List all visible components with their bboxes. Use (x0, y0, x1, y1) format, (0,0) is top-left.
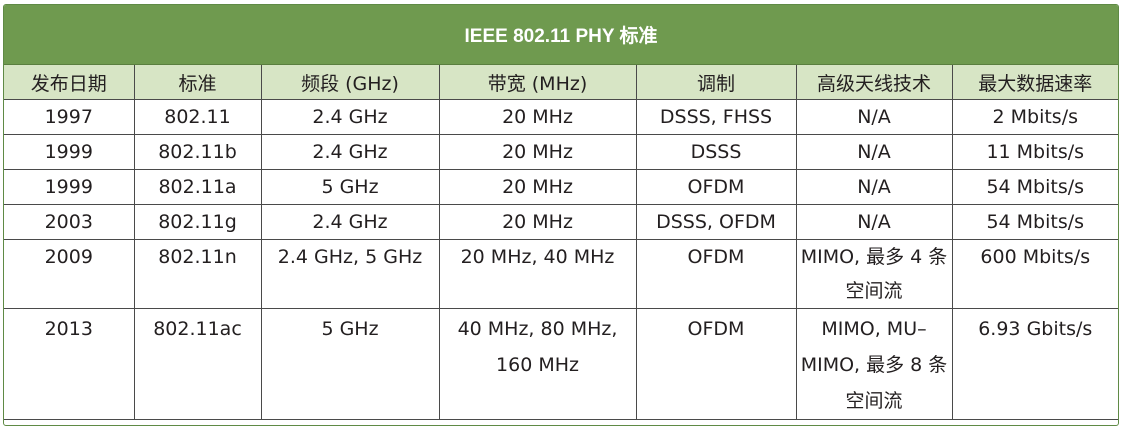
table-row: 1997 802.11 2.4 GHz 20 MHz DSSS, FHSS N/… (4, 99, 1118, 135)
cell-frequency-band: 2.4 GHz (260, 204, 440, 240)
table-row: 2013 802.11ac 5 GHz 40 MHz, 80 MHz, 160 … (4, 308, 1118, 420)
cell-modulation: DSSS, OFDM (635, 204, 797, 240)
table-row: 2003 802.11g 2.4 GHz 20 MHz DSSS, OFDM N… (4, 204, 1118, 240)
cell-frequency-band: 5 GHz (260, 308, 440, 420)
cell-release-date: 1999 (4, 134, 135, 170)
table-title: IEEE 802.11 PHY 标准 (4, 5, 1118, 65)
cell-modulation: OFDM (635, 308, 797, 420)
cell-bandwidth: 40 MHz, 80 MHz, 160 MHz (438, 308, 637, 420)
header-row: 发布日期 标准 频段 (GHz) 带宽 (MHz) 调制 高级天线技术 最大数据… (4, 65, 1118, 100)
cell-release-date: 1999 (4, 169, 135, 205)
cell-bandwidth: 20 MHz (438, 204, 637, 240)
cell-antenna-tech: N/A (795, 169, 953, 205)
cell-antenna-tech: MIMO, MU–MIMO, 最多 8 条空间流 (795, 308, 953, 420)
cell-antenna-tech: N/A (795, 204, 953, 240)
cell-standard: 802.11g (133, 204, 262, 240)
cell-standard: 802.11n (133, 239, 262, 309)
cell-antenna-tech: MIMO, 最多 4 条空间流 (795, 239, 953, 309)
cell-release-date: 2009 (4, 239, 135, 309)
cell-release-date: 2003 (4, 204, 135, 240)
cell-standard: 802.11b (133, 134, 262, 170)
header-antenna-tech: 高级天线技术 (795, 65, 953, 100)
header-bandwidth: 带宽 (MHz) (438, 65, 637, 100)
cell-antenna-tech: N/A (795, 99, 953, 135)
cell-bandwidth: 20 MHz (438, 134, 637, 170)
header-modulation: 调制 (635, 65, 797, 100)
cell-modulation: DSSS, FHSS (635, 99, 797, 135)
cell-max-data-rate: 600 Mbits/s (951, 239, 1118, 309)
cell-frequency-band: 2.4 GHz, 5 GHz (260, 239, 440, 309)
cell-max-data-rate: 6.93 Gbits/s (951, 308, 1118, 420)
table-row: 1999 802.11a 5 GHz 20 MHz OFDM N/A 54 Mb… (4, 169, 1118, 205)
header-standard: 标准 (133, 65, 262, 100)
table-row: 1999 802.11b 2.4 GHz 20 MHz DSSS N/A 11 … (4, 134, 1118, 170)
cell-max-data-rate: 11 Mbits/s (951, 134, 1118, 170)
cell-modulation: OFDM (635, 239, 797, 309)
cell-standard: 802.11a (133, 169, 262, 205)
cell-frequency-band: 5 GHz (260, 169, 440, 205)
cell-modulation: DSSS (635, 134, 797, 170)
phy-standards-table: 发布日期 标准 频段 (GHz) 带宽 (MHz) 调制 高级天线技术 最大数据… (4, 65, 1118, 420)
header-release-date: 发布日期 (4, 65, 135, 100)
cell-max-data-rate: 2 Mbits/s (951, 99, 1118, 135)
cell-bandwidth: 20 MHz, 40 MHz (438, 239, 637, 309)
cell-standard: 802.11 (133, 99, 262, 135)
header-frequency-band: 频段 (GHz) (260, 65, 440, 100)
cell-bandwidth: 20 MHz (438, 99, 637, 135)
table-row: 2009 802.11n 2.4 GHz, 5 GHz 20 MHz, 40 M… (4, 239, 1118, 309)
header-max-data-rate: 最大数据速率 (951, 65, 1118, 100)
cell-max-data-rate: 54 Mbits/s (951, 169, 1118, 205)
cell-standard: 802.11ac (133, 308, 262, 420)
cell-release-date: 1997 (4, 99, 135, 135)
cell-max-data-rate: 54 Mbits/s (951, 204, 1118, 240)
cell-frequency-band: 2.4 GHz (260, 134, 440, 170)
cell-antenna-tech: N/A (795, 134, 953, 170)
cell-frequency-band: 2.4 GHz (260, 99, 440, 135)
cell-modulation: OFDM (635, 169, 797, 205)
cell-release-date: 2013 (4, 308, 135, 420)
phy-standards-table-frame: IEEE 802.11 PHY 标准 发布日期 标准 频段 (GHz) 带宽 (… (3, 4, 1119, 426)
cell-bandwidth: 20 MHz (438, 169, 637, 205)
